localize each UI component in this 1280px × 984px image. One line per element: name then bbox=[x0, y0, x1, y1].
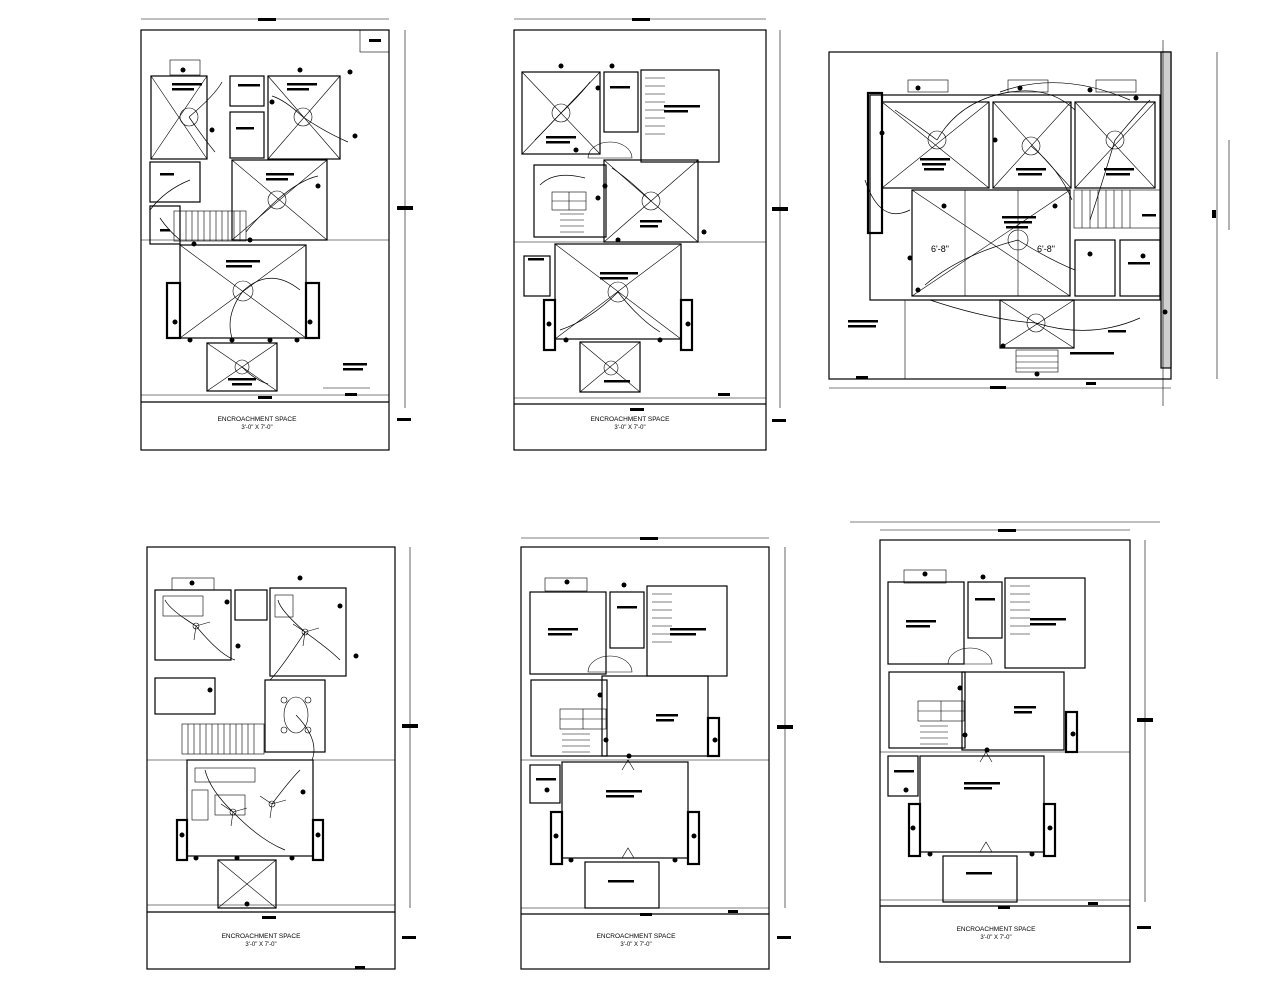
plan-2-hall bbox=[603, 159, 699, 243]
plan-3-dim-left: 6'-8" bbox=[931, 244, 949, 254]
plan-2-living-room bbox=[554, 243, 682, 340]
plan-5-encroachment-size: 3'-0" X 7'-0" bbox=[620, 942, 651, 948]
plan-2-plot-boundary bbox=[513, 29, 767, 451]
plan-6-encroachment-label: ENCROACHMENT SPACE bbox=[957, 926, 1037, 933]
plan-5-stair-hall bbox=[530, 679, 608, 757]
plan-6-bedroom bbox=[887, 581, 965, 665]
plan-1-bedroom-2 bbox=[267, 75, 341, 160]
plan-1-ground-floor-electrical: ENCROACHMENT SPACE 3'-0" X 7'-0" bbox=[140, 18, 413, 451]
plan-5-living-room bbox=[561, 761, 689, 859]
plan-4-staircase bbox=[181, 723, 265, 755]
plan-4-bed-1 bbox=[162, 595, 204, 617]
plan-4-bedroom-2 bbox=[269, 587, 347, 677]
plan-1-top-dim-tag bbox=[258, 18, 276, 21]
plan-3-first-floor-electrical: 6'-8" 6'-8" bbox=[828, 40, 1230, 406]
plan-2-encroachment-size: 3'-0" X 7'-0" bbox=[614, 425, 645, 431]
plan-4-furnished-electrical: ENCROACHMENT SPACE 3'-0" X 7'-0" bbox=[146, 546, 418, 970]
plan-3-floor-outline bbox=[869, 94, 1161, 301]
plan-3-bedroom-1 bbox=[881, 101, 990, 189]
plan-4-encroachment-label: ENCROACHMENT SPACE bbox=[222, 933, 302, 940]
plan-3-staircase bbox=[1073, 189, 1161, 229]
plan-2-bedroom bbox=[521, 71, 601, 155]
plan-6-hall bbox=[961, 671, 1065, 751]
plan-5-ground-floor-electrical: ENCROACHMENT SPACE 3'-0" X 7'-0" bbox=[520, 537, 793, 970]
plan-3-bedroom-2 bbox=[992, 101, 1072, 189]
plan-2-stair-hall bbox=[533, 164, 607, 238]
plan-6-living-room bbox=[919, 755, 1045, 853]
plan-3-bedroom-3 bbox=[1074, 101, 1156, 189]
plan-4-dining-table bbox=[283, 696, 309, 734]
plan-1-bedroom-1 bbox=[150, 75, 208, 160]
plan-4-wardrobe bbox=[274, 594, 294, 618]
plan-5-encroachment-label: ENCROACHMENT SPACE bbox=[597, 933, 677, 940]
plan-1-right-dim-tag bbox=[397, 206, 413, 210]
plan-6-ground-floor-electrical: ENCROACHMENT SPACE 3'-0" X 7'-0" bbox=[850, 521, 1160, 963]
plan-5-plot-boundary bbox=[520, 546, 770, 970]
plan-1-hall bbox=[231, 159, 328, 241]
plan-4-encroachment-size: 3'-0" X 7'-0" bbox=[245, 942, 276, 948]
plan-4-sofa bbox=[194, 767, 256, 783]
plan-6-plot-boundary bbox=[879, 539, 1131, 963]
plan-5-bedroom bbox=[529, 591, 607, 675]
plan-6-encroachment-size: 3'-0" X 7'-0" bbox=[980, 935, 1011, 941]
plan-5-hall bbox=[601, 675, 709, 757]
plan-1-encroachment-size: 3'-0" X 7'-0" bbox=[241, 425, 272, 431]
plan-5-staircase-room bbox=[646, 585, 728, 677]
plan-4-living-room bbox=[186, 759, 314, 857]
plan-3-family-lounge bbox=[911, 189, 1071, 297]
plan-2-ground-floor-electrical: ENCROACHMENT SPACE 3'-0" X 7'-0" bbox=[513, 18, 788, 451]
plan-4-ceiling-fans bbox=[183, 617, 320, 827]
plan-6-stair-hall bbox=[888, 671, 966, 749]
plan-4-plot-boundary bbox=[146, 546, 396, 970]
plan-3-dim-right: 6'-8" bbox=[1037, 244, 1055, 254]
plan-2-staircase-room bbox=[640, 69, 720, 163]
plan-2-encroachment-label: ENCROACHMENT SPACE bbox=[591, 416, 671, 423]
plan-4-dining bbox=[264, 679, 326, 753]
plan-6-staircase-room bbox=[1004, 577, 1086, 669]
plan-1-encroachment-label: ENCROACHMENT SPACE bbox=[218, 416, 298, 423]
